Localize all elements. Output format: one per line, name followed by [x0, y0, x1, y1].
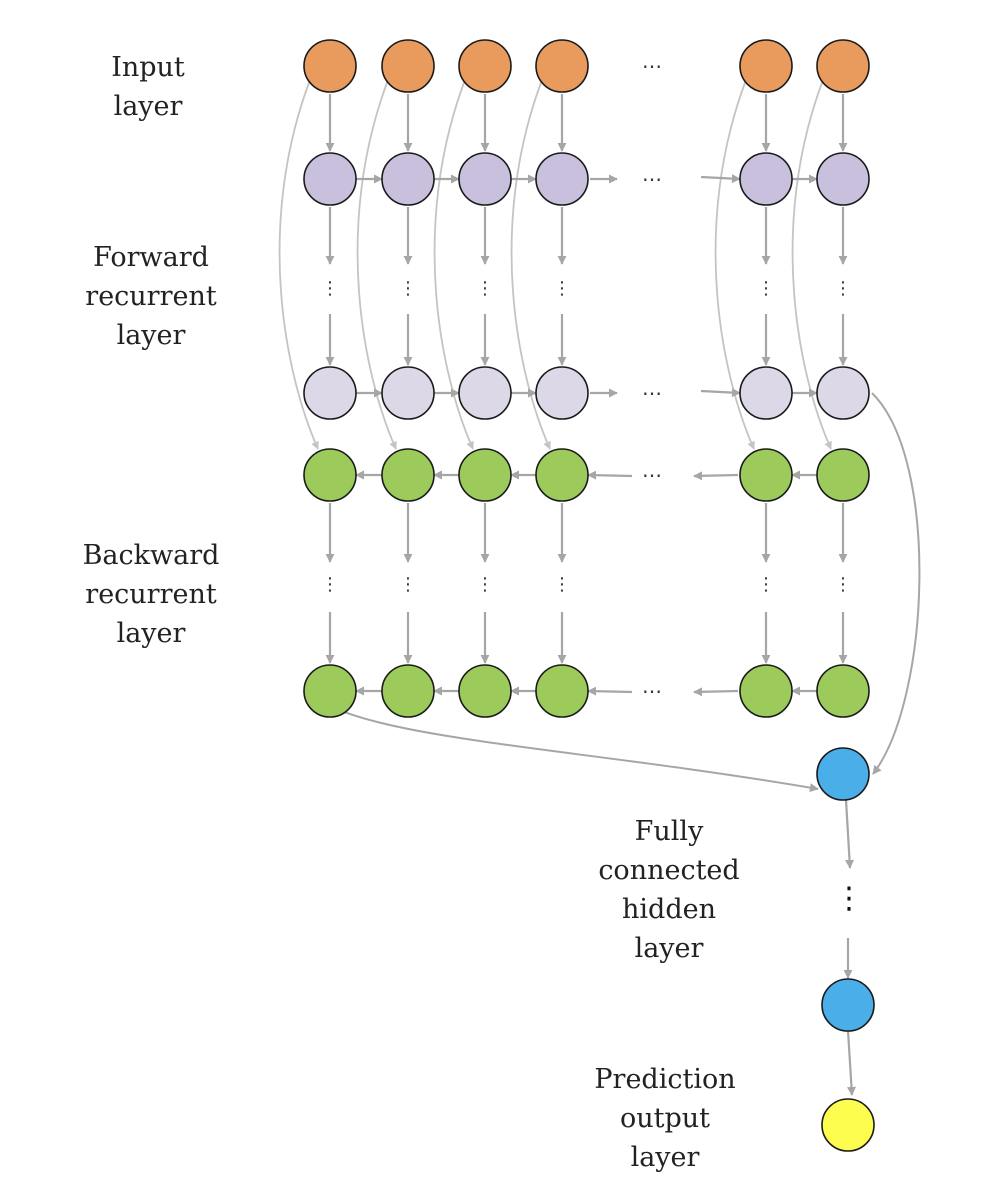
- forward-vertical-dots-2: ⋮: [399, 278, 417, 299]
- input-node-6: [816, 39, 870, 93]
- forward-recurrent-layer-label: Forward recurrent layer: [85, 242, 217, 351]
- backward-node-bottom-6: [816, 664, 870, 718]
- backward-recurrent-arrow-2-in: [587, 686, 633, 696]
- backward-node-top-6: [816, 448, 870, 502]
- hidden-node-2: [821, 978, 875, 1032]
- column-ellipsis-2: …: [642, 162, 662, 186]
- prediction-output-layer-label: Prediction output layer: [594, 1064, 736, 1173]
- hidden-vertical-dots: ⋮: [834, 881, 864, 916]
- backward-vertical-dots-3: ⋮: [476, 574, 494, 595]
- forward-vertical-dots-3: ⋮: [476, 278, 494, 299]
- hidden-down-arrow: [844, 799, 855, 869]
- input-node-5: [739, 39, 793, 93]
- backward-node-bottom-5: [739, 664, 793, 718]
- forward-node-bottom-3: [458, 366, 512, 420]
- backward-recurrent-arrow-1-out: [693, 471, 739, 481]
- forward-vertical-dots-6: ⋮: [834, 278, 852, 299]
- forward-to-hidden-curve: [871, 392, 921, 775]
- output-node: [821, 1098, 875, 1152]
- column-ellipsis-5: …: [642, 674, 662, 698]
- forward-node-bottom-4: [535, 366, 589, 420]
- backward-node-bottom-3: [458, 664, 512, 718]
- input-node-1: [303, 39, 357, 93]
- forward-node-top-3: [458, 152, 512, 206]
- backward-recurrent-arrow-1-in: [587, 470, 633, 480]
- column-ellipsis-1: …: [642, 49, 662, 73]
- skip-connection-3: [433, 79, 474, 450]
- backward-vertical-dots-4: ⋮: [553, 574, 571, 595]
- backward-node-top-2: [381, 448, 435, 502]
- skip-connection-5: [714, 79, 755, 450]
- backward-node-top-1: [303, 448, 357, 502]
- skip-connection-4: [510, 79, 551, 450]
- skip-connection-1: [278, 79, 319, 450]
- backward-node-top-5: [739, 448, 793, 502]
- backward-vertical-dots-1: ⋮: [321, 574, 339, 595]
- backward-vertical-dots-6: ⋮: [834, 574, 852, 595]
- hidden-to-output-arrow: [846, 1030, 856, 1096]
- forward-recurrent-arrow-1-in: [700, 174, 741, 184]
- backward-node-top-4: [535, 448, 589, 502]
- backward-node-bottom-4: [535, 664, 589, 718]
- forward-vertical-dots-5: ⋮: [757, 278, 775, 299]
- forward-node-bottom-1: [303, 366, 357, 420]
- forward-node-top-4: [535, 152, 589, 206]
- backward-recurrent-arrow-2-out: [693, 687, 739, 697]
- fully-connected-hidden-layer-label: Fully connected hidden layer: [598, 816, 740, 964]
- forward-node-top-5: [739, 152, 793, 206]
- backward-recurrent-layer-label: Backward recurrent layer: [82, 540, 220, 649]
- backward-node-bottom-1: [303, 664, 357, 718]
- forward-node-bottom-5: [739, 366, 793, 420]
- forward-vertical-dots-4: ⋮: [553, 278, 571, 299]
- hidden-node-1: [816, 747, 870, 801]
- input-node-3: [458, 39, 512, 93]
- forward-recurrent-arrow-2-in: [700, 388, 741, 398]
- forward-vertical-dots-1: ⋮: [321, 278, 339, 299]
- forward-node-top-1: [303, 152, 357, 206]
- skip-connection-6: [791, 79, 832, 450]
- backward-vertical-dots-5: ⋮: [757, 574, 775, 595]
- forward-node-top-6: [816, 152, 870, 206]
- column-ellipsis-4: …: [642, 458, 662, 482]
- backward-node-bottom-2: [381, 664, 435, 718]
- backward-node-top-3: [458, 448, 512, 502]
- input-node-2: [381, 39, 435, 93]
- input-layer-label: Input layer: [111, 52, 185, 122]
- forward-node-bottom-2: [381, 366, 435, 420]
- backward-vertical-dots-2: ⋮: [399, 574, 417, 595]
- skip-connection-2: [356, 79, 397, 450]
- column-ellipsis-3: …: [642, 376, 662, 400]
- input-node-4: [535, 39, 589, 93]
- forward-node-bottom-6: [816, 366, 870, 420]
- forward-node-top-2: [381, 152, 435, 206]
